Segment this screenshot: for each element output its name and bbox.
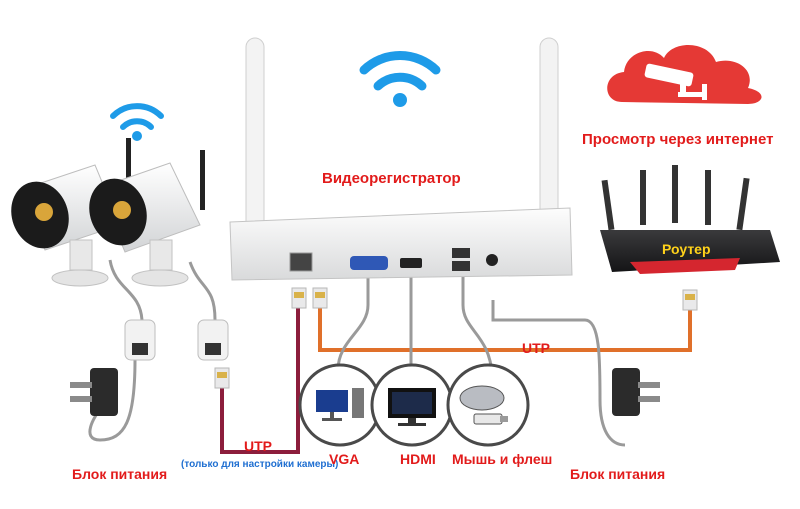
internet-view-title: Просмотр через интернет bbox=[582, 131, 774, 148]
power-supply-label-right: Блок питания bbox=[570, 466, 666, 482]
rj45-plug-icon bbox=[214, 367, 230, 389]
nvr-title: Видеорегистратор bbox=[322, 170, 461, 187]
utp-label-bottom: UTP bbox=[244, 438, 272, 454]
utp-label-top: UTP bbox=[522, 340, 550, 356]
wifi-icon bbox=[110, 103, 164, 141]
hdmi-circle bbox=[370, 363, 454, 447]
utp-setup-note: (только для настройки камеры) bbox=[181, 459, 339, 470]
power-adapter-icon bbox=[612, 368, 660, 416]
rj45-plug-icon bbox=[291, 287, 307, 309]
router-icon bbox=[600, 165, 780, 274]
camera-cable-left bbox=[108, 259, 144, 321]
vga-circle bbox=[298, 363, 382, 447]
mouse-icon bbox=[459, 385, 505, 411]
mouse-flash-circle bbox=[446, 363, 530, 447]
power-adapter-icon bbox=[70, 368, 118, 416]
vga-label: VGA bbox=[329, 451, 360, 467]
nvr-device bbox=[229, 37, 573, 281]
cctv-camera-right bbox=[89, 150, 205, 287]
camera-connector-right bbox=[197, 319, 229, 361]
vga-cable bbox=[336, 272, 370, 371]
camera-power-cable bbox=[88, 359, 137, 442]
cctv-camera-icon bbox=[644, 63, 707, 100]
nvr-power-cable bbox=[491, 300, 626, 447]
rj45-plug-icon bbox=[682, 289, 698, 311]
utp-cable-camera-setup bbox=[220, 305, 300, 454]
power-supply-label-left: Блок питания bbox=[72, 466, 168, 482]
wifi-icon bbox=[359, 51, 441, 107]
router-label: Роутер bbox=[662, 241, 711, 257]
cctv-camera-left bbox=[11, 138, 131, 287]
monitor-icon bbox=[316, 388, 364, 421]
usb-cable bbox=[461, 275, 494, 376]
hdmi-label: HDMI bbox=[400, 451, 436, 467]
rj45-plug-icon bbox=[312, 287, 328, 309]
mouse-flash-label: Мышь и флеш bbox=[452, 451, 553, 467]
camera-connector-left bbox=[124, 319, 156, 361]
cloud-icon bbox=[607, 44, 762, 104]
monitor-icon bbox=[388, 388, 436, 426]
utp-cable-nvr-router bbox=[318, 305, 692, 352]
usb-flash-icon bbox=[473, 413, 508, 425]
camera-cable-right bbox=[188, 261, 217, 321]
